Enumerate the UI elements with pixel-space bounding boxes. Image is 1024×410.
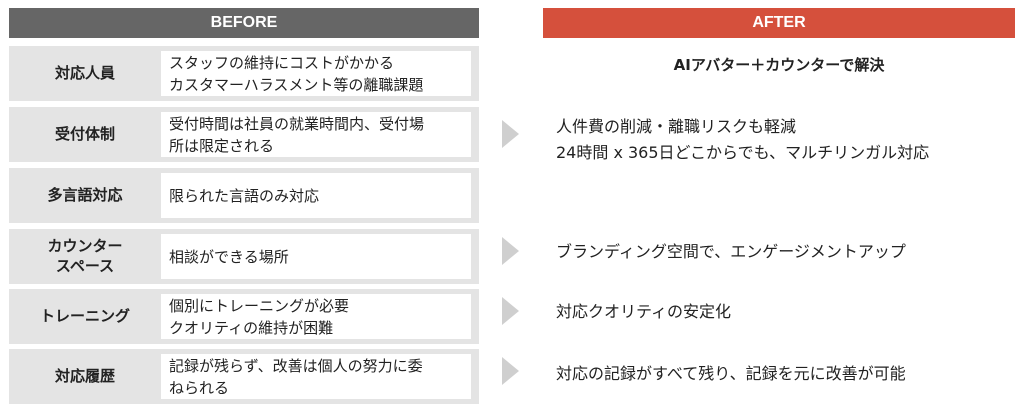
row-description-text: 個別にトレーニングが必要 クオリティの維持が困難: [169, 296, 350, 337]
row-description: 受付時間は社員の就業時間内、受付場 所は限定される: [161, 112, 471, 157]
row-label: 多言語対応: [47, 185, 123, 204]
row-description-text: 相談ができる場所: [169, 247, 289, 266]
arrow-right-icon: [502, 357, 519, 385]
row-description-text: スタッフの維持にコストがかかる カスタマーハラスメント等の離職課題: [169, 53, 424, 94]
after-title: AIアバター＋カウンターで解決: [673, 56, 885, 74]
row-label: 対応人員: [54, 63, 115, 82]
after-item-branding: ブランディング空間で、エンゲージメントアップ: [556, 242, 906, 261]
arrow-right-icon: [502, 120, 519, 148]
row-description: 個別にトレーニングが必要 クオリティの維持が困難: [161, 294, 471, 339]
row-description: 記録が残らず、改善は個人の努力に委 ねられる: [161, 354, 471, 399]
after-item-quality: 対応クオリティの安定化: [556, 302, 732, 321]
row-training: トレーニング 個別にトレーニングが必要 クオリティの維持が困難: [9, 289, 479, 344]
after-item-cost-reduction: 人件費の削減・離職リスクも軽減 24時間 x 365日どこからでも、マルチリンガ…: [556, 117, 930, 162]
row-description: スタッフの維持にコストがかかる カスタマーハラスメント等の離職課題: [161, 51, 471, 96]
row-multilingual: 多言語対応 限られた言語のみ対応: [9, 168, 479, 223]
before-header: BEFORE: [9, 8, 479, 38]
after-item-records: 対応の記録がすべて残り、記録を元に改善が可能: [556, 364, 906, 383]
row-description: 限られた言語のみ対応: [161, 173, 471, 218]
row-description-text: 限られた言語のみ対応: [169, 186, 320, 205]
after-header: AFTER: [543, 8, 1015, 38]
row-label: トレーニング: [39, 306, 130, 325]
row-description-text: 記録が残らず、改善は個人の努力に委 ねられる: [169, 356, 423, 397]
row-staffing: 対応人員 スタッフの維持にコストがかかる カスタマーハラスメント等の離職課題: [9, 46, 479, 101]
arrow-right-icon: [502, 237, 519, 265]
row-reception: 受付体制 受付時間は社員の就業時間内、受付場 所は限定される: [9, 107, 479, 162]
row-label: 対応履歴: [54, 366, 115, 385]
row-label: カウンター スペース: [47, 237, 123, 275]
arrow-right-icon: [502, 297, 519, 325]
row-counter-space: カウンター スペース 相談ができる場所: [9, 229, 479, 284]
row-label: 受付体制: [54, 124, 115, 143]
row-history: 対応履歴 記録が残らず、改善は個人の努力に委 ねられる: [9, 349, 479, 404]
row-description: 相談ができる場所: [161, 234, 471, 279]
row-description-text: 受付時間は社員の就業時間内、受付場 所は限定される: [169, 114, 425, 155]
